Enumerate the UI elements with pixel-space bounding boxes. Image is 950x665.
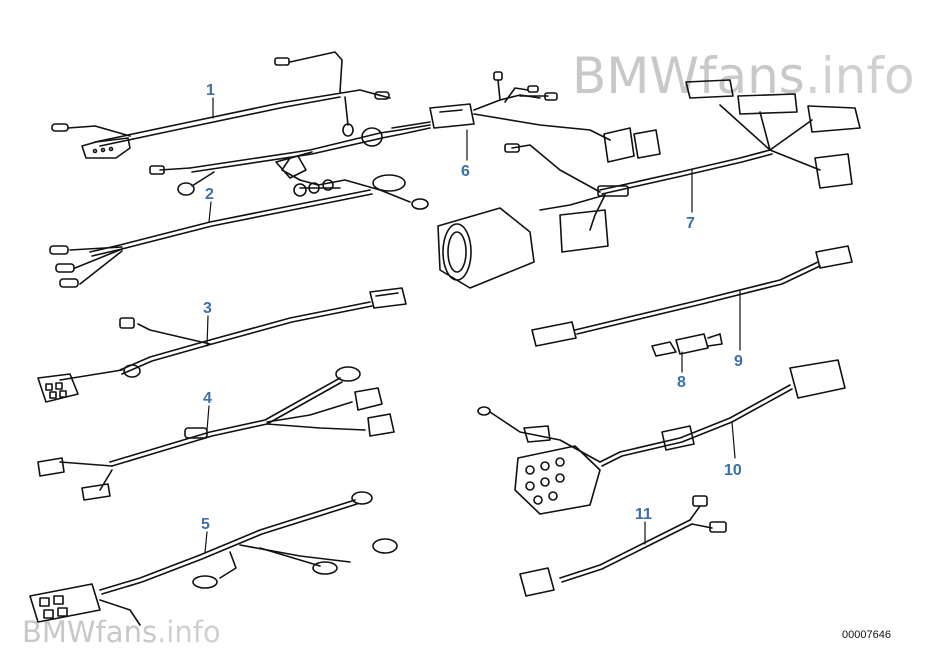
drawing-number: 00007646 <box>842 629 891 641</box>
harness-part-8 <box>651 333 723 357</box>
callout-9: 9 <box>734 353 743 370</box>
callout-4: 4 <box>203 390 212 407</box>
callout-5: 5 <box>201 516 210 533</box>
callout-7: 7 <box>686 215 695 232</box>
watermark-top: BMWfans.info <box>572 47 915 105</box>
callout-leaders <box>204 97 741 553</box>
harness-part-10 <box>477 359 846 515</box>
harness-part-9 <box>531 245 853 347</box>
callout-8: 8 <box>677 374 686 391</box>
harness-part-2 <box>49 124 431 288</box>
callout-3: 3 <box>203 300 212 317</box>
callout-11: 11 <box>635 506 652 523</box>
harness-part-1 <box>51 51 391 159</box>
harness-part-11 <box>519 495 727 597</box>
callout-2: 2 <box>205 186 214 203</box>
harness-part-7 <box>437 79 861 289</box>
callout-10: 10 <box>724 462 742 479</box>
callout-1: 1 <box>206 82 215 99</box>
harness-part-4 <box>37 366 395 501</box>
harness-part-5 <box>29 491 398 626</box>
harness-part-6 <box>391 71 661 163</box>
callout-6: 6 <box>461 163 470 180</box>
harness-part-3 <box>37 287 407 403</box>
